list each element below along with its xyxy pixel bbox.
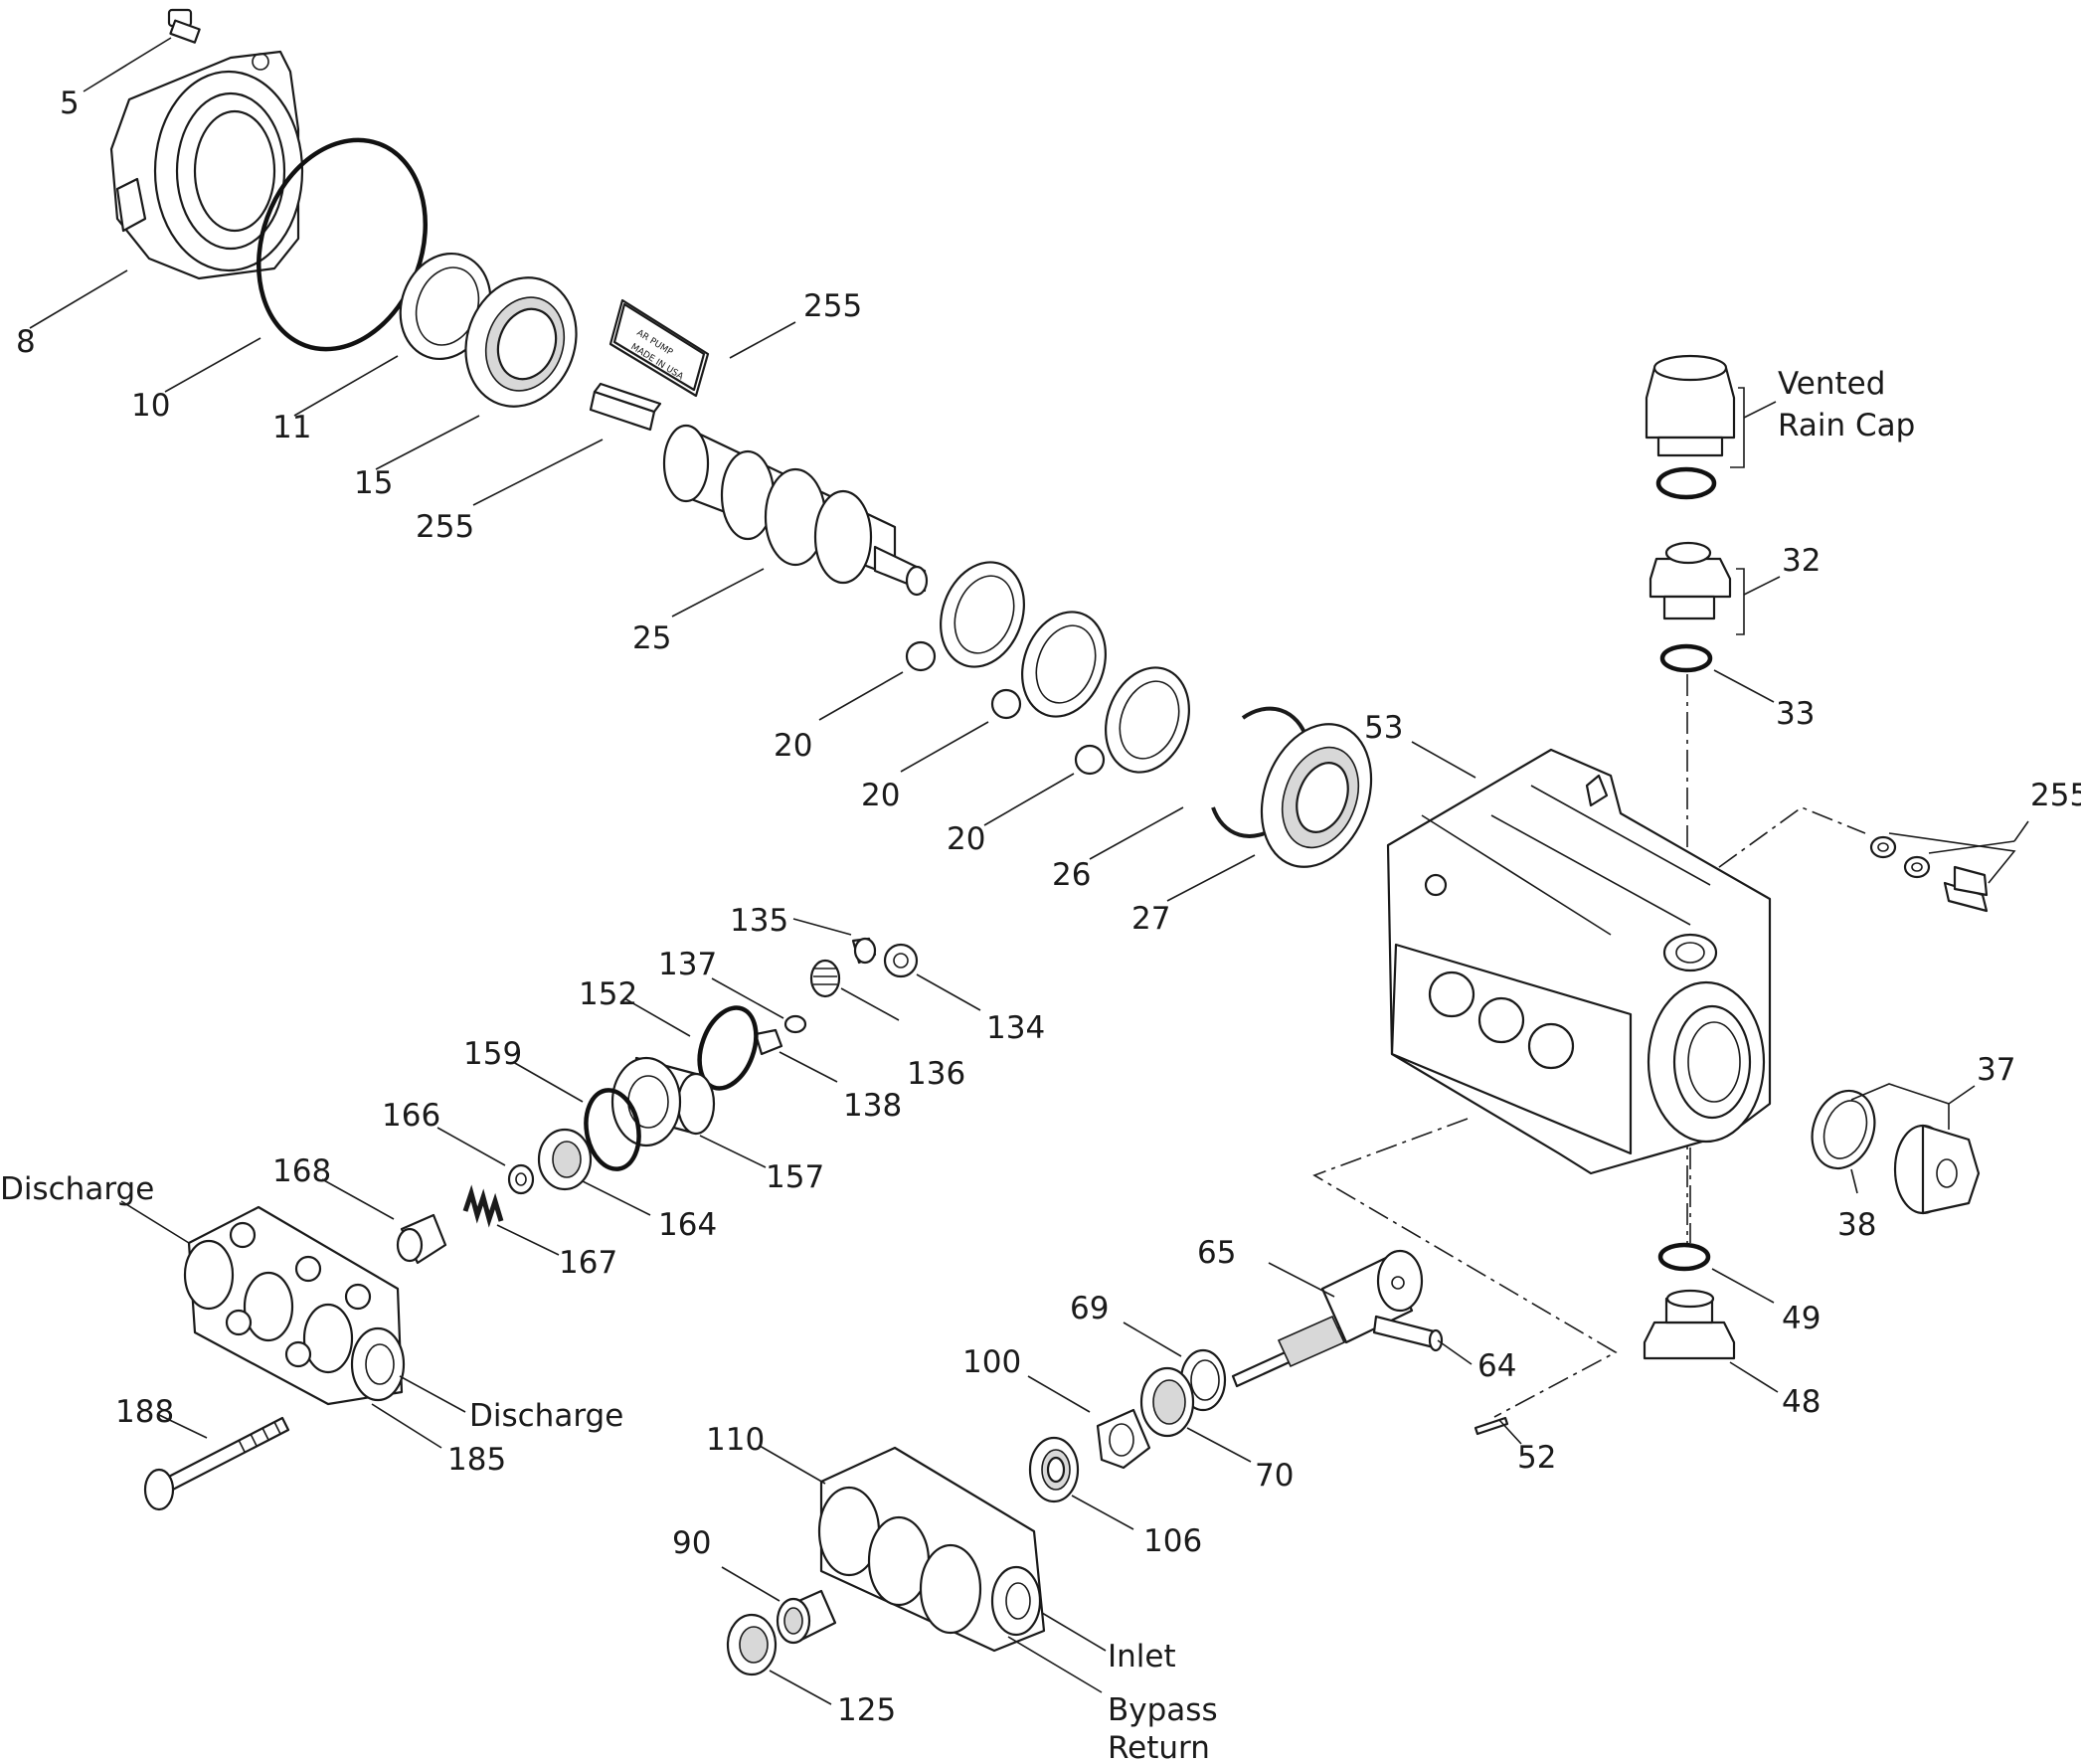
part-255-shaft-key [472, 382, 662, 506]
connecting-rod-2 [900, 611, 1107, 773]
part-5-screw [83, 8, 201, 92]
part-number-labels: 5 8 10 11 15 255 255 25 20 20 20 26 27 5… [16, 86, 2081, 1728]
discharge-label-top: Discharge [0, 1171, 154, 1207]
label-8: 8 [16, 324, 36, 360]
part-65-plunger [1231, 1249, 1424, 1388]
connecting-rod-3 [983, 666, 1190, 826]
label-168: 168 [272, 1153, 331, 1189]
label-69: 69 [1070, 1291, 1109, 1326]
inlet-label: Inlet [1108, 1639, 1176, 1675]
label-20-b: 20 [861, 778, 900, 813]
label-11: 11 [272, 410, 311, 445]
label-48: 48 [1782, 1384, 1821, 1420]
part-255-washers-bolt [1869, 820, 2029, 913]
label-255-plate: 255 [803, 288, 862, 324]
vented-rain-cap [1645, 354, 1777, 500]
label-125: 125 [837, 1692, 896, 1728]
label-255-key: 255 [416, 509, 474, 545]
part-106-seal [1028, 1436, 1134, 1530]
label-10: 10 [131, 388, 170, 424]
label-25: 25 [632, 620, 671, 656]
label-37: 37 [1977, 1052, 2015, 1088]
vented-rain-cap-label-2: Rain Cap [1778, 408, 1915, 443]
label-159: 159 [463, 1036, 522, 1072]
label-135: 135 [730, 903, 788, 939]
label-65: 65 [1197, 1235, 1236, 1271]
part-49-o-ring [1657, 1242, 1775, 1304]
label-100: 100 [962, 1344, 1021, 1380]
part-100-retainer [1027, 1375, 1151, 1470]
part-90-bearing [721, 1566, 837, 1645]
callout-labels: Vented Rain Cap Discharge Discharge Inle… [0, 366, 1915, 1764]
valve-group-134-138 [711, 918, 981, 1083]
label-20-a: 20 [774, 728, 812, 764]
part-27-bearing [1166, 723, 1373, 902]
label-164: 164 [658, 1207, 717, 1243]
label-38: 38 [1837, 1207, 1876, 1243]
label-64: 64 [1477, 1348, 1516, 1384]
part-25-crankshaft [662, 424, 929, 617]
part-37-38-plug-gasket [1811, 1083, 1981, 1215]
part-185-discharge-manifold [120, 1200, 466, 1449]
part-167-spring [462, 1184, 560, 1256]
label-33: 33 [1776, 696, 1815, 732]
label-137: 137 [658, 947, 717, 982]
part-53-crankcase [1386, 741, 1772, 1175]
bypass-return-label-2: Return [1108, 1730, 1210, 1764]
part-15-ball-bearing [375, 276, 578, 470]
bypass-return-label-1: Bypass [1108, 1692, 1218, 1728]
label-188: 188 [115, 1394, 174, 1430]
part-159-o-ring [512, 1061, 641, 1171]
label-166: 166 [382, 1098, 440, 1134]
part-164-washer [537, 1128, 651, 1216]
label-138: 138 [843, 1088, 902, 1124]
label-5: 5 [60, 86, 80, 121]
connecting-rod-1 [818, 561, 1025, 721]
label-90: 90 [672, 1525, 711, 1561]
label-134: 134 [986, 1010, 1045, 1046]
part-166-small-washer [436, 1127, 535, 1195]
label-49: 49 [1782, 1301, 1821, 1336]
part-70-seal [1139, 1366, 1252, 1463]
label-157: 157 [766, 1159, 824, 1195]
discharge-label-bottom: Discharge [469, 1398, 623, 1434]
label-27: 27 [1131, 901, 1170, 937]
label-20-c: 20 [947, 821, 985, 857]
label-52: 52 [1517, 1440, 1556, 1476]
part-33-o-ring [1659, 643, 1775, 703]
label-53: 53 [1364, 710, 1403, 746]
part-52-small-pin [1474, 1416, 1522, 1445]
part-110-inlet-manifold [759, 1445, 1107, 1693]
label-26: 26 [1052, 857, 1091, 893]
part-32-oil-plug [1648, 541, 1781, 635]
label-70: 70 [1255, 1458, 1294, 1494]
label-185: 185 [447, 1442, 506, 1478]
label-110: 110 [706, 1422, 765, 1458]
part-20-connecting-rods [818, 561, 1190, 826]
part-255-label-plate: AR PUMP MADE IN USA [608, 298, 796, 398]
label-15: 15 [354, 465, 393, 501]
label-152: 152 [579, 976, 637, 1012]
part-48-drain-plug [1643, 1289, 1779, 1393]
label-32: 32 [1782, 543, 1821, 579]
label-167: 167 [559, 1245, 617, 1281]
part-64-pin [1372, 1315, 1473, 1365]
part-188-long-bolt [143, 1413, 290, 1511]
label-255-bolt: 255 [2030, 778, 2081, 813]
part-168-valve-cage [321, 1178, 447, 1265]
part-125-seal [726, 1613, 832, 1705]
label-106: 106 [1143, 1523, 1202, 1559]
label-136: 136 [907, 1056, 965, 1092]
part-152-o-ring [623, 997, 759, 1091]
vented-rain-cap-label-1: Vented [1778, 366, 1885, 402]
part-157-valve-seat [610, 1056, 767, 1168]
